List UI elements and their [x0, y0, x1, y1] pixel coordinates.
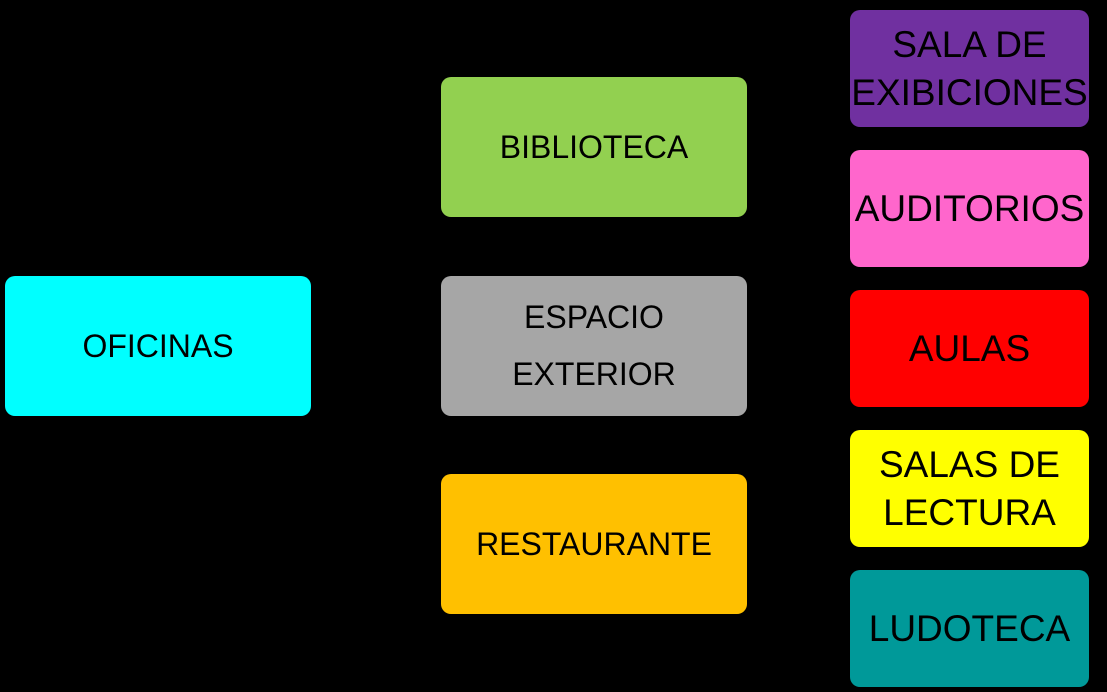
node-espacio-exterior: ESPACIO EXTERIOR — [441, 276, 747, 416]
node-restaurante: RESTAURANTE — [441, 474, 747, 614]
node-auditorios: AUDITORIOS — [850, 150, 1089, 267]
node-oficinas: OFICINAS — [5, 276, 311, 416]
node-ludoteca: LUDOTECA — [850, 570, 1089, 687]
node-sala-de-exibiciones: SALA DE EXIBICIONES — [850, 10, 1089, 127]
node-salas-de-lectura: SALAS DE LECTURA — [850, 430, 1089, 547]
node-biblioteca: BIBLIOTECA — [441, 77, 747, 217]
node-aulas: AULAS — [850, 290, 1089, 407]
